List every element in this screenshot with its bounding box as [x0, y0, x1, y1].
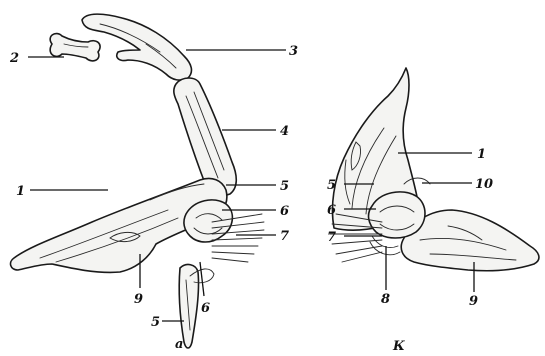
label-a-1: 1 — [16, 184, 25, 199]
label-k-9: 9 — [469, 294, 478, 309]
long-bone-illustration — [174, 78, 236, 196]
label-a-4: 4 — [280, 124, 289, 139]
caption-k: К — [392, 339, 405, 354]
label-a-5-lower: 5 — [151, 315, 160, 330]
label-k-7: 7 — [327, 230, 336, 245]
label-k-6: 6 — [327, 203, 336, 218]
label-a-3: 3 — [289, 44, 298, 59]
label-a-7: 7 — [280, 229, 289, 244]
panel-a-leader-lines — [28, 50, 286, 321]
label-a-9: 9 — [134, 292, 143, 307]
label-k-5: 5 — [327, 178, 336, 193]
label-a-6: 6 — [280, 204, 289, 219]
panel-a: 2 3 4 1 5 6 7 9 5 6 a — [9, 14, 298, 352]
label-a-6-lower: 6 — [201, 301, 210, 316]
label-k-1: 1 — [477, 147, 486, 162]
label-k-10: 10 — [475, 177, 493, 192]
panel-k: 1 10 5 6 7 8 9 К — [327, 68, 539, 354]
ring-illustration — [370, 236, 400, 255]
label-a-5: 5 — [280, 179, 289, 194]
caption-a: a — [175, 337, 183, 352]
label-k-8: 8 — [381, 292, 390, 307]
label-a-2: 2 — [9, 51, 19, 66]
